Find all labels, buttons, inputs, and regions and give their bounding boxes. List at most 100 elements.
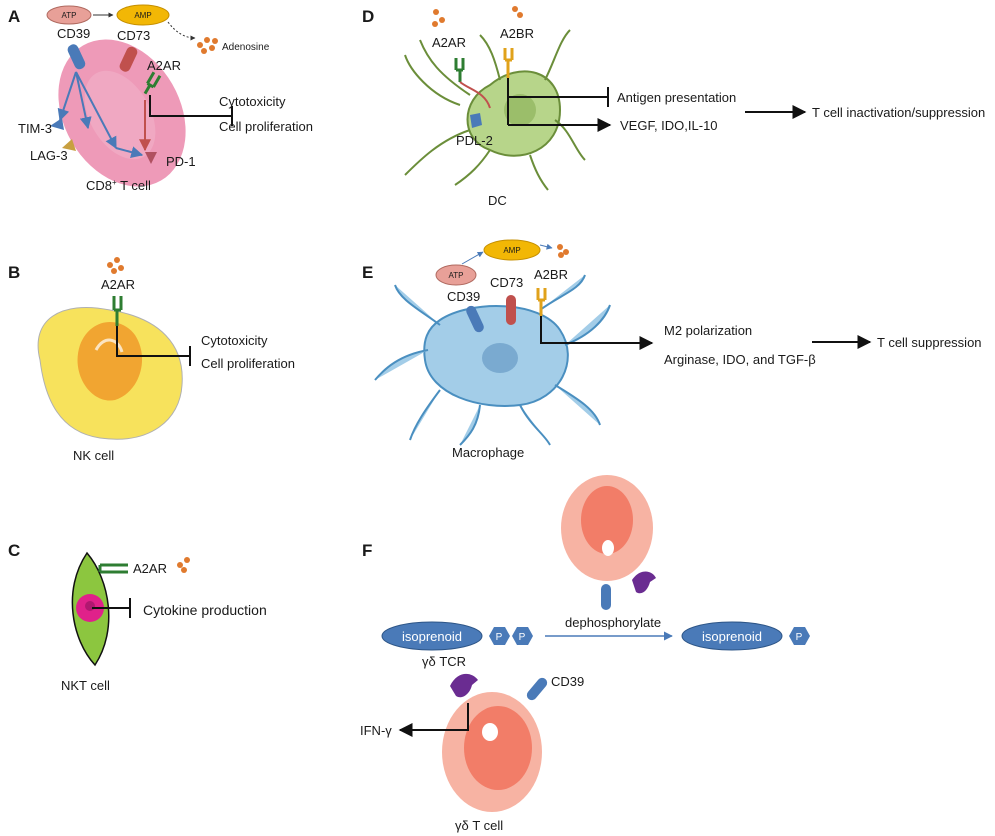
cd8-cell-label-suffix: T cell — [117, 178, 151, 193]
adenosine-dots-d2 — [512, 6, 523, 18]
effect-arginase: Arginase, IDO, and TGF-β — [664, 352, 816, 367]
nk-nucleus — [77, 322, 143, 401]
induction-arrow-e — [540, 316, 654, 350]
cd39-label-f: CD39 — [551, 674, 584, 689]
a2ar-receptor-c — [98, 563, 128, 574]
induced-factors: VEGF, IDO,IL-10 — [620, 118, 718, 133]
panel-e: E ATP AMP CD39 CD73 A2BR M2 polarization… — [362, 239, 982, 460]
a2ar-label-d: A2AR — [432, 35, 466, 50]
inhibited-antigen: Antigen presentation — [617, 90, 736, 105]
amp-to-adenosine-arrow-e — [539, 243, 553, 250]
a2br-receptor-e — [536, 288, 547, 316]
panel-c: C A2AR Cytokine production NKT cell — [8, 541, 267, 693]
phosphate-3 — [789, 627, 810, 645]
a2br-label-d: A2BR — [500, 26, 534, 41]
panel-d: D A2AR A2BR PDL-2 Antigen presentation V… — [362, 6, 985, 208]
adenosine-dots-d1 — [432, 9, 445, 27]
dc-label: DC — [488, 193, 507, 208]
cd39-to-lag3-arrow — [75, 71, 92, 130]
panel-b: B A2AR Cytotoxicity Cell proliferation N… — [8, 257, 295, 463]
panel-letter-b: B — [8, 263, 20, 282]
gd-t-cell-nucleolus — [482, 723, 498, 741]
cd39-label: CD39 — [57, 26, 90, 41]
adenosine-dots-c — [177, 557, 190, 573]
cd39-cell-top-nucleolus — [602, 540, 614, 556]
effect-m2: M2 polarization — [664, 323, 752, 338]
gd-cell-label: γδ T cell — [455, 818, 503, 833]
outcome-e: T cell suppression — [877, 335, 982, 350]
panel-letter-a: A — [8, 7, 20, 26]
adenosine-dots-b — [107, 257, 124, 274]
inhibition-bar-a — [149, 95, 233, 126]
cd39-cell-top-nucleus — [581, 486, 633, 554]
nk-cell-label: NK cell — [73, 448, 114, 463]
atp-label: ATP — [62, 11, 77, 20]
cd39-receptor — [67, 44, 86, 70]
cd39-receptor-top — [601, 584, 611, 610]
cd73-label-e: CD73 — [490, 275, 523, 290]
effect-cytotoxicity-b: Cytotoxicity — [201, 333, 268, 348]
gd-t-cell-nucleus — [464, 706, 532, 790]
cd39-receptor-gd — [526, 677, 548, 701]
panel-a: A ATP AMP Adenosine CD39 CD73 A2AR TIM-3… — [8, 4, 313, 193]
a2ar-label-c: A2AR — [133, 561, 167, 576]
cd39-to-pd1-arrow — [75, 71, 117, 150]
action-label: dephosphorylate — [565, 615, 661, 630]
pdl2-label: PDL-2 — [456, 133, 493, 148]
a2ar-receptor-d — [454, 58, 465, 82]
pd1-label: PD-1 — [166, 154, 196, 169]
a2ar-receptor-b — [112, 296, 123, 326]
lag3-receptor — [62, 139, 76, 151]
nk-highlight — [94, 338, 124, 353]
phosphate-2 — [512, 627, 533, 645]
nkt-nucleolus — [85, 601, 95, 611]
phosphate-1 — [489, 627, 510, 645]
outcome-d: T cell inactivation/suppression — [812, 105, 985, 120]
adenosine-dots-e — [557, 244, 569, 258]
adenosine-label: Adenosine — [222, 42, 270, 53]
panel-letter-d: D — [362, 7, 374, 26]
panel-letter-c: C — [8, 541, 20, 560]
a2ar-label: A2AR — [147, 58, 181, 73]
atp-ellipse-e — [435, 264, 477, 286]
isoprenoid-substrate — [381, 621, 483, 651]
a2br-receptor-d — [503, 48, 514, 78]
phosphate-3-label: P — [796, 632, 803, 643]
cd39-to-tim3-arrow — [57, 71, 77, 122]
isoprenoid-label-left: isoprenoid — [402, 629, 462, 644]
cd73-label: CD73 — [117, 28, 150, 43]
phosphate-2-label: P — [519, 632, 526, 643]
phosphate-1-label: P — [496, 632, 503, 643]
ifn-arrow — [398, 703, 469, 737]
atp-ellipse — [46, 5, 92, 25]
cd73-receptor — [119, 46, 138, 72]
a2br-label-e: A2BR — [534, 267, 568, 282]
isoprenoid-label-right: isoprenoid — [702, 629, 762, 644]
isoprenoid-product — [681, 621, 783, 651]
tim3-to-pd1-arrow — [115, 146, 144, 158]
inhibition-bar-d — [507, 78, 609, 125]
lag3-label: LAG-3 — [30, 148, 68, 163]
nkt-cell-label: NKT cell — [61, 678, 110, 693]
panel-letter-e: E — [362, 263, 373, 282]
atp-to-amp-arrow-e — [461, 251, 484, 265]
pd1-receptor — [145, 152, 157, 164]
panel-f: F dephosphorylate isoprenoid P P isopren… — [360, 475, 810, 833]
tcr-receptor — [450, 673, 478, 698]
tcr-label: γδ TCR — [422, 654, 466, 669]
atp-label-e: ATP — [449, 271, 464, 280]
effect-proliferation-b: Cell proliferation — [201, 356, 295, 371]
ifn-label: IFN-γ — [360, 723, 392, 738]
cd8-nucleus — [84, 70, 156, 160]
a2ar-label-b: A2AR — [101, 277, 135, 292]
inhibition-bar-b — [116, 326, 191, 366]
cd8-cell-label: CD8+ T cell — [86, 178, 151, 193]
a2ar-signal-path — [459, 81, 491, 109]
amp-to-adenosine-arrow — [167, 21, 196, 41]
cd73-receptor-e — [506, 295, 516, 325]
effect-cytotoxicity-a: Cytotoxicity — [219, 94, 286, 109]
dendritic-cell — [404, 29, 586, 191]
tim3-receptor — [50, 118, 64, 130]
macrophage-nucleus — [482, 343, 518, 373]
